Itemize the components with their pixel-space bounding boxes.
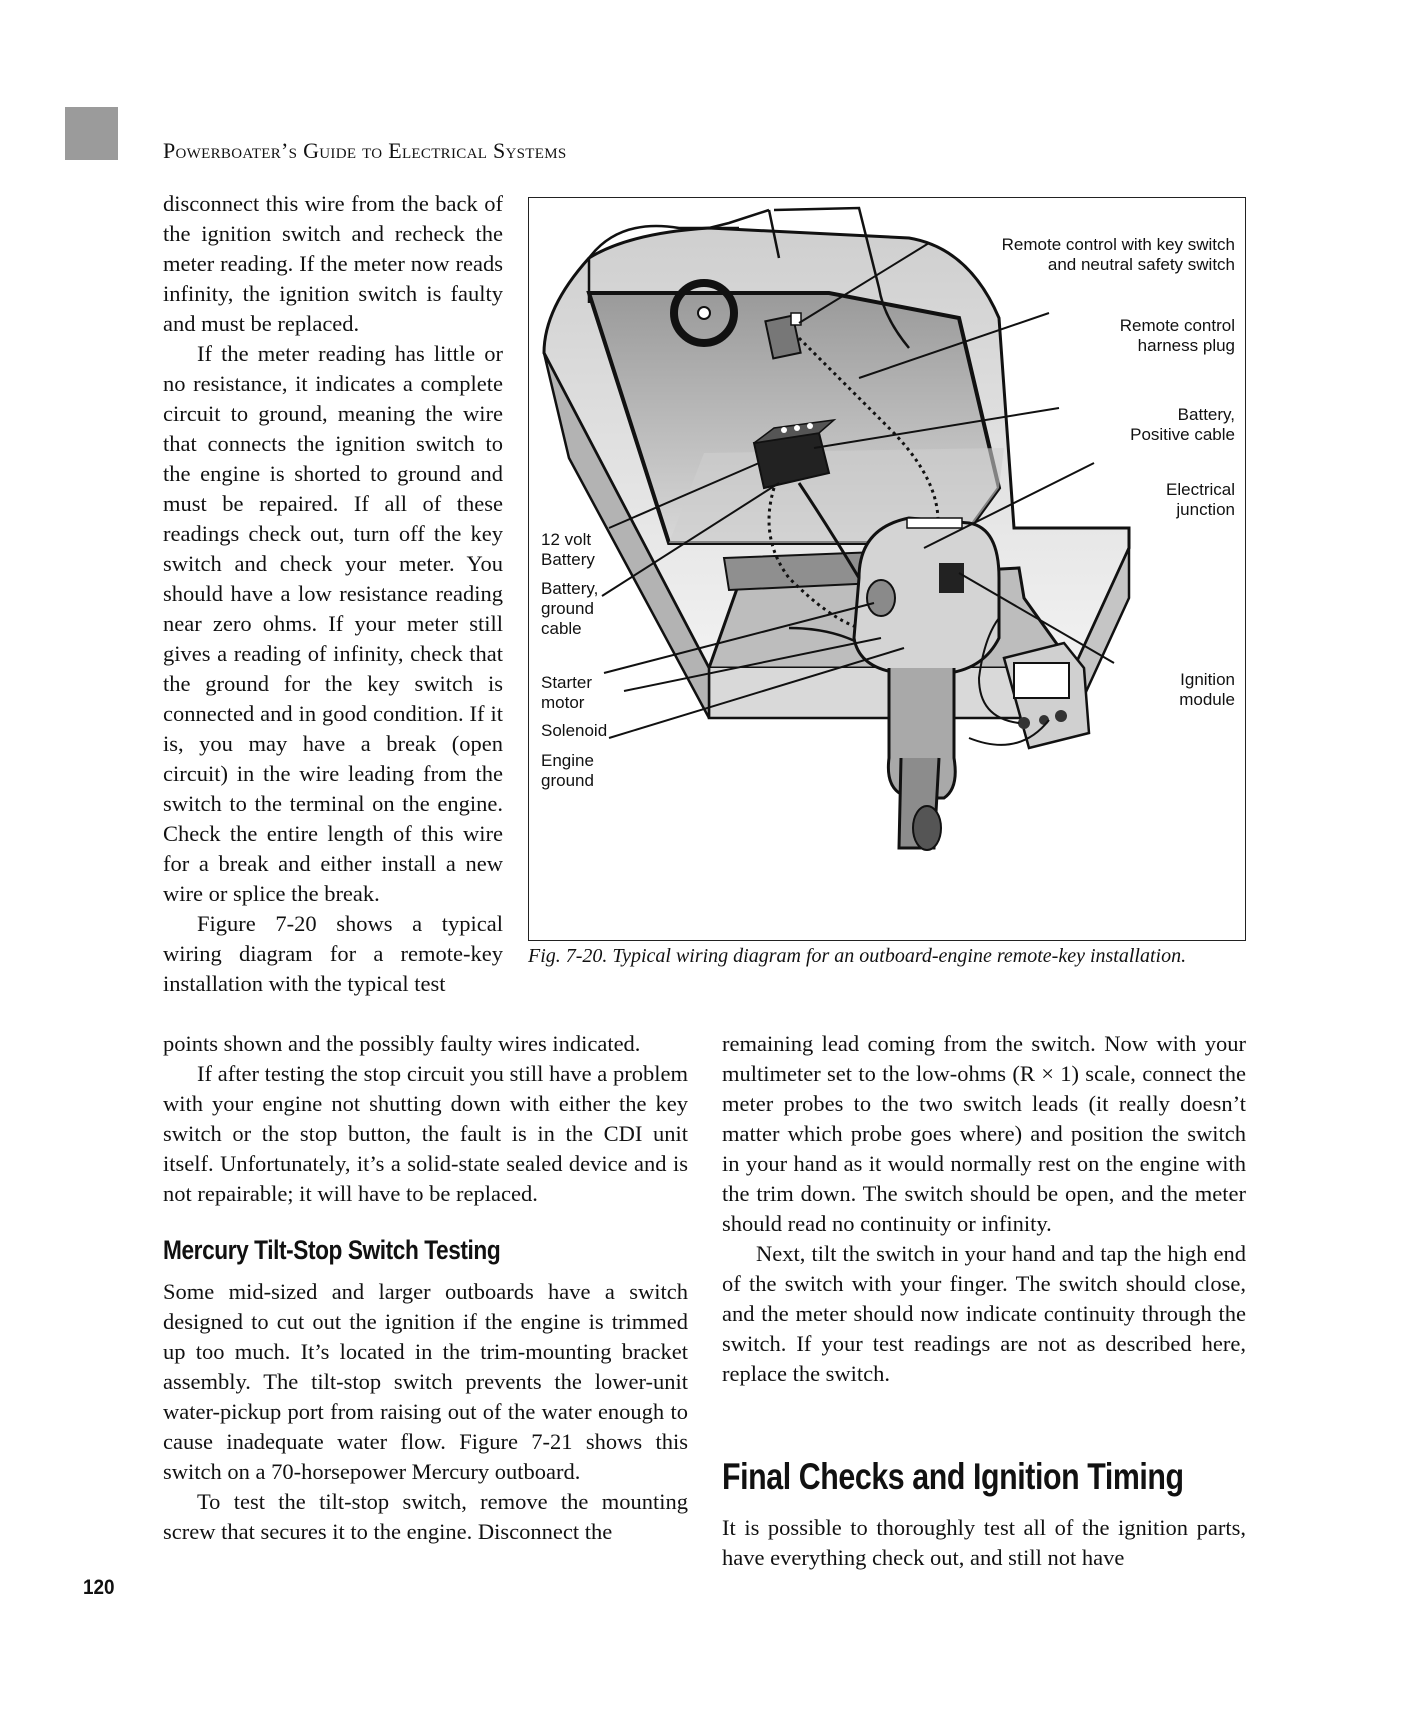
figure-7-20: Remote control with key switch and neutr…	[528, 197, 1246, 941]
multimeter	[968, 617, 1091, 750]
text-column-left-lower: Some mid-sized and larger outboards have…	[163, 1277, 688, 1547]
paragraph: To test the tilt-stop switch, remove the…	[163, 1489, 688, 1544]
label-ground-2: ground	[541, 599, 594, 618]
label-harness-1: Remote control	[1120, 316, 1235, 335]
label-solenoid: Solenoid	[541, 721, 607, 740]
label-junction-2: junction	[1175, 500, 1235, 519]
paragraph: If the meter reading has little or no re…	[163, 341, 503, 906]
figure-caption: Fig. 7-20. Typical wiring diagram for an…	[528, 945, 1187, 967]
label-battery-pos-1: Battery,	[1178, 405, 1235, 424]
label-ground-1: Battery,	[541, 579, 598, 598]
battery	[752, 418, 837, 490]
label-junction-1: Electrical	[1166, 480, 1235, 499]
label-ignition-2: module	[1179, 690, 1235, 709]
page-number: 120	[83, 1576, 115, 1599]
wiring-diagram: Remote control with key switch and neutr…	[541, 206, 1235, 851]
label-battery-1: 12 volt	[541, 530, 591, 549]
text-column-right: remaining lead coming from the switch. N…	[722, 1029, 1246, 1389]
paragraph: If after testing the stop circuit you st…	[163, 1061, 688, 1206]
paragraph: It is possible to thoroughly test all of…	[722, 1515, 1246, 1570]
label-ignition-1: Ignition	[1180, 670, 1235, 689]
outboard-engine	[852, 516, 1001, 851]
section-heading: Final Checks and Ignition Timing	[722, 1456, 1184, 1497]
paragraph: points shown and the possibly faulty wir…	[163, 1031, 641, 1056]
leader-lines	[601, 242, 1115, 739]
label-engine-ground-2: ground	[541, 771, 594, 790]
running-head: Powerboater’s Guide to Electrical System…	[163, 138, 567, 163]
text-column-right-lower: It is possible to thoroughly test all of…	[722, 1513, 1246, 1573]
label-harness-2: harness plug	[1138, 336, 1235, 355]
label-battery-pos-2: Positive cable	[1130, 425, 1235, 444]
boat-hull	[542, 206, 1131, 720]
remote-control	[764, 312, 802, 360]
label-engine-ground-1: Engine	[541, 751, 594, 770]
text-column-top: disconnect this wire from the back of th…	[163, 189, 503, 999]
label-starter-1: Starter	[541, 673, 592, 692]
steering-wheel	[670, 279, 738, 347]
text-column-left: points shown and the possibly faulty wir…	[163, 1029, 688, 1209]
label-ground-3: cable	[541, 619, 582, 638]
paragraph: disconnect this wire from the back of th…	[163, 191, 503, 336]
paragraph: remaining lead coming from the switch. N…	[722, 1031, 1246, 1236]
label-remote-control-2: and neutral safety switch	[1048, 255, 1235, 274]
label-battery-2: Battery	[541, 550, 595, 569]
paragraph: Some mid-sized and larger outboards have…	[163, 1279, 688, 1484]
label-starter-2: motor	[541, 693, 585, 712]
publisher-logo	[65, 107, 118, 160]
paragraph: Next, tilt the switch in your hand and t…	[722, 1241, 1246, 1386]
paragraph: Figure 7-20 shows a typical wiring diagr…	[163, 911, 503, 996]
subheading: Mercury Tilt-Stop Switch Testing	[163, 1235, 501, 1265]
label-remote-control-1: Remote control with key switch	[1002, 235, 1235, 254]
